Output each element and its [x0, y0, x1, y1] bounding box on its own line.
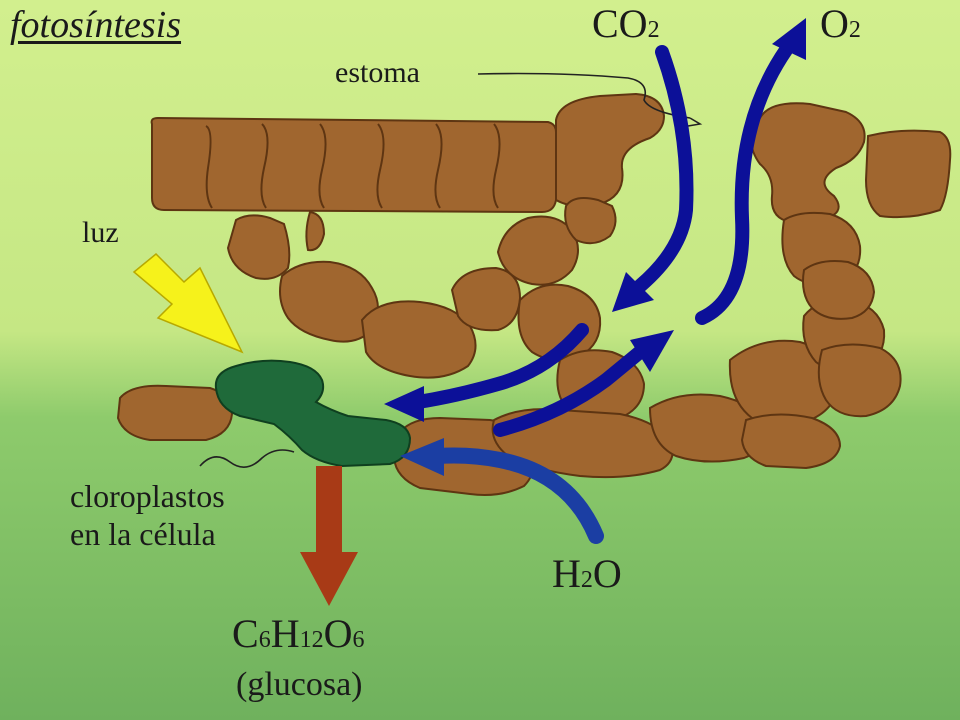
h2o-arrowhead	[400, 438, 444, 476]
label-cloroplastos-line1: cloroplastos	[70, 478, 225, 514]
co2-to-chloroplast-arrow	[411, 323, 589, 409]
estoma-pointer	[477, 72, 691, 119]
diagram-title: fotosíntesis	[10, 4, 182, 46]
label-co2: CO2	[592, 1, 660, 46]
h2o-arrow	[430, 447, 604, 544]
cloroplastos-pointer	[199, 449, 295, 468]
o2-from-chloroplast-arrow	[493, 345, 647, 437]
label-h2o: H2O	[552, 551, 622, 596]
light-arrow	[132, 252, 244, 354]
label-cloroplastos-line2: en la célula	[70, 516, 216, 552]
label-luz: luz	[82, 216, 119, 249]
co2-to-chloroplast-arrowhead	[384, 386, 424, 422]
glucose-arrowhead	[300, 552, 358, 606]
epidermis-cells	[150, 92, 952, 224]
co2-arrow	[633, 45, 694, 293]
mesophyll-cells	[116, 197, 902, 496]
chloroplast	[214, 359, 412, 468]
label-estoma: estoma	[335, 56, 420, 89]
label-glucose-name: (glucosa)	[236, 666, 363, 703]
label-glucose-formula: C6H12O6	[232, 611, 365, 656]
glucose-arrow-shaft	[316, 466, 342, 558]
co2-arrowhead	[612, 272, 654, 312]
o2-from-chloroplast-arrowhead	[630, 330, 674, 372]
o2-arrow	[695, 43, 793, 325]
o2-arrowhead	[772, 18, 806, 60]
label-o2: O2	[820, 1, 861, 46]
